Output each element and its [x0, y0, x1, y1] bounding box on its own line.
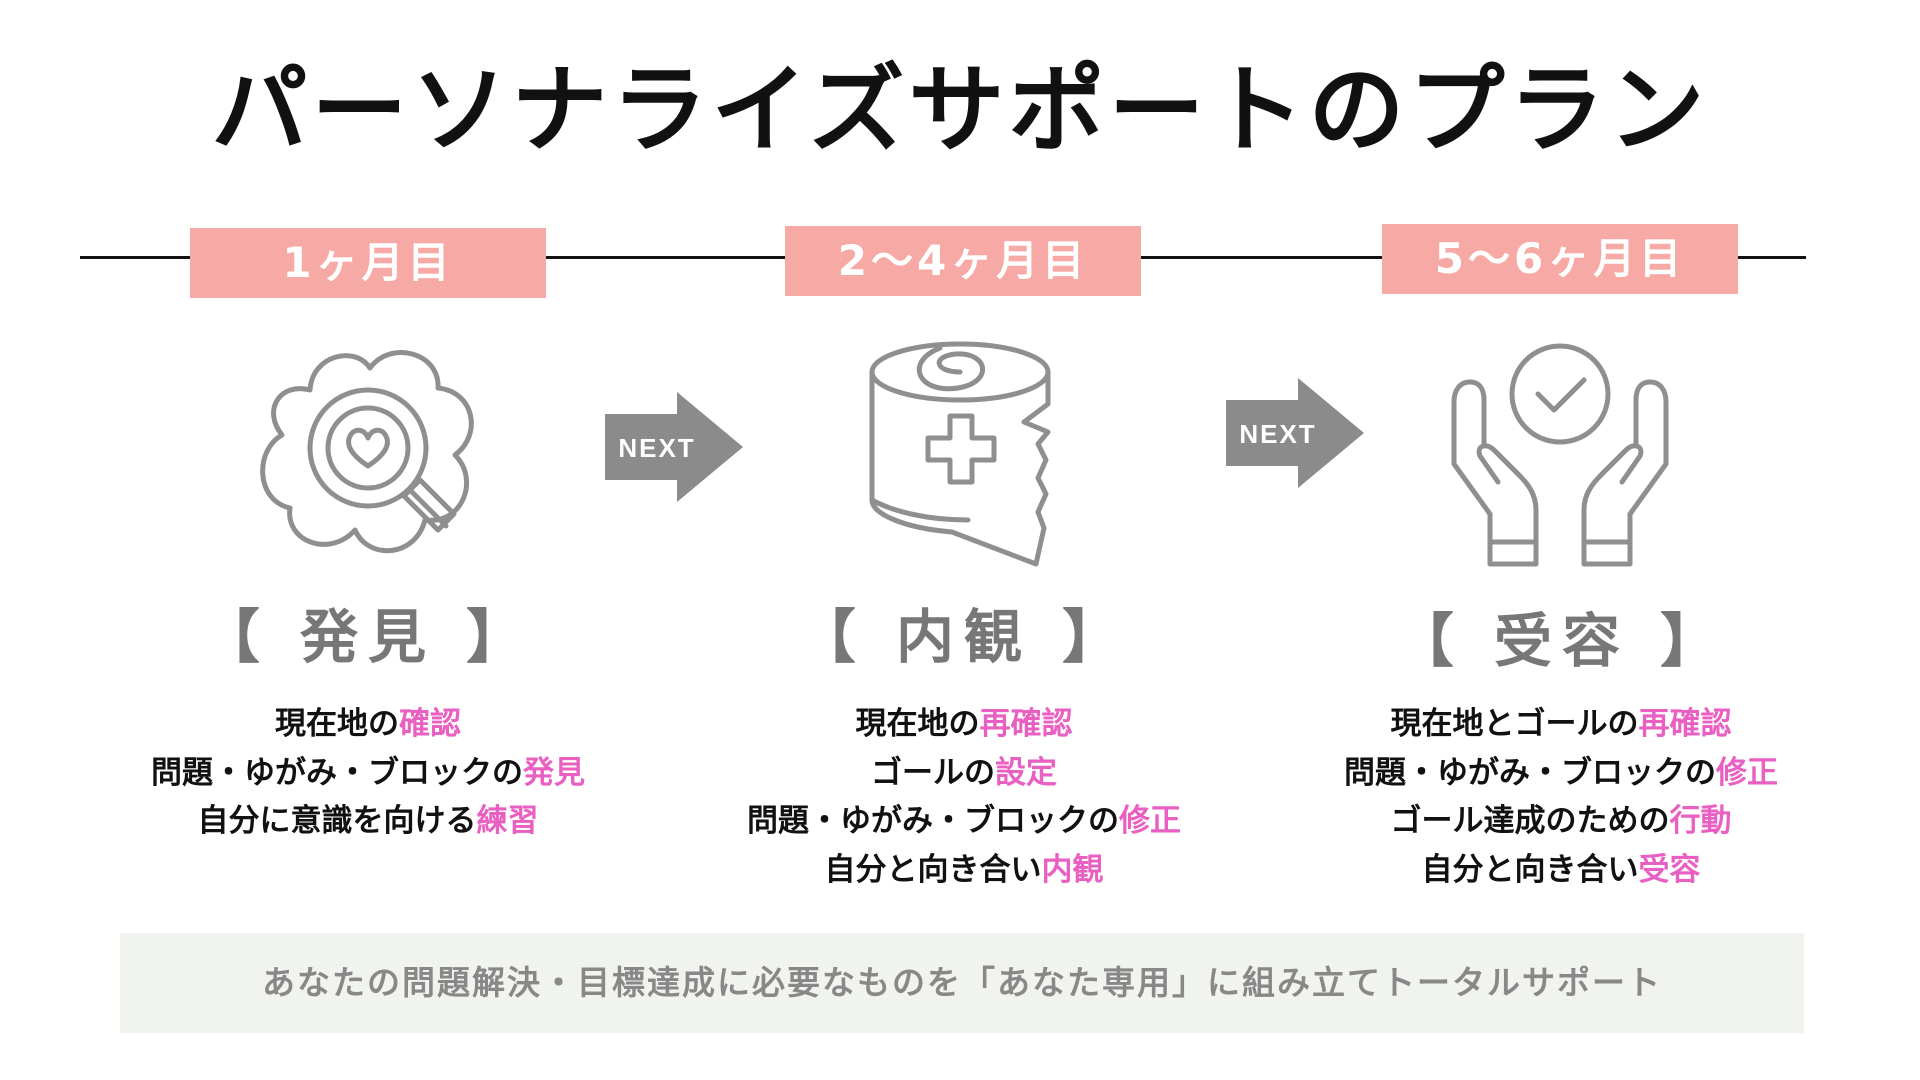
- step-2-phase-name: 【 内観 】: [797, 603, 1131, 671]
- description-line: 現在地の確認: [88, 700, 648, 749]
- line-highlight: 再確認: [979, 706, 1073, 742]
- description-line: ゴール達成のための行動: [1281, 797, 1841, 846]
- step-3-period-badge: 5〜6ヶ月目: [1382, 224, 1738, 294]
- line-text: 現在地の: [275, 706, 399, 742]
- line-highlight: 確認: [399, 706, 461, 742]
- line-text: 問題・ゆがみ・ブロックの: [747, 803, 1119, 839]
- step-3-phase-name: 【 受容 】: [1395, 607, 1729, 675]
- step-1-description: 現在地の確認 問題・ゆがみ・ブロックの発見 自分に意識を向ける練習: [88, 700, 648, 846]
- description-line: 自分に意識を向ける練習: [88, 797, 648, 846]
- next-label: NEXT: [1239, 419, 1316, 449]
- line-text: 現在地の: [855, 706, 980, 742]
- line-highlight: 修正: [1119, 803, 1181, 839]
- line-highlight: 行動: [1669, 803, 1732, 839]
- line-text: ゴールの: [871, 754, 995, 791]
- line-highlight: 練習: [476, 803, 539, 839]
- line-text: 問題・ゆがみ・ブロックの: [151, 754, 523, 791]
- description-line: 自分と向き合い内観: [684, 846, 1244, 895]
- next-arrow-2: NEXT: [1226, 378, 1366, 488]
- line-text: ゴール達成のための: [1390, 803, 1670, 839]
- description-line: 問題・ゆがみ・ブロックの修正: [1281, 749, 1841, 798]
- step-2-description: 現在地の再確認 ゴールの設定 問題・ゆがみ・ブロックの修正 自分と向き合い内観: [684, 700, 1244, 894]
- line-highlight: 内観: [1041, 851, 1104, 888]
- line-highlight: 発見: [523, 754, 585, 791]
- line-highlight: 修正: [1716, 754, 1778, 791]
- description-line: 現在地とゴールの再確認: [1281, 700, 1841, 749]
- description-line: 現在地の再確認: [684, 700, 1244, 749]
- footer-summary: あなたの問題解決・目標達成に必要なものを「あなた専用」に組み立てトータルサポート: [120, 933, 1804, 1033]
- heart-magnifier-cloud-icon: [250, 330, 490, 570]
- description-line: 問題・ゆがみ・ブロックの修正: [684, 797, 1244, 846]
- step-2-period-badge: 2〜4ヶ月目: [785, 226, 1141, 296]
- hands-check-icon: [1440, 334, 1680, 574]
- line-highlight: 設定: [995, 754, 1057, 791]
- description-line: ゴールの設定: [684, 749, 1244, 798]
- line-text: 自分と向き合い: [1421, 851, 1639, 888]
- step-1-phase-name: 【 発見 】: [201, 603, 535, 671]
- next-arrow-1: NEXT: [605, 392, 745, 502]
- next-label: NEXT: [618, 433, 695, 463]
- step-3-description: 現在地とゴールの再確認 問題・ゆがみ・ブロックの修正 ゴール達成のための行動 自…: [1281, 700, 1841, 894]
- line-text: 問題・ゆがみ・ブロックの: [1344, 754, 1716, 791]
- page-title: パーソナライズサポートのプラン: [211, 54, 1709, 166]
- line-text: 自分と向き合い: [824, 851, 1042, 888]
- step-1-period-badge: 1ヶ月目: [190, 228, 546, 298]
- bandage-roll-icon: [848, 332, 1088, 572]
- line-text: 現在地とゴールの: [1390, 706, 1639, 742]
- line-highlight: 再確認: [1638, 706, 1732, 742]
- line-highlight: 受容: [1638, 851, 1701, 888]
- description-line: 問題・ゆがみ・ブロックの発見: [88, 749, 648, 798]
- description-line: 自分と向き合い受容: [1281, 846, 1841, 895]
- line-text: 自分に意識を向ける: [197, 803, 477, 839]
